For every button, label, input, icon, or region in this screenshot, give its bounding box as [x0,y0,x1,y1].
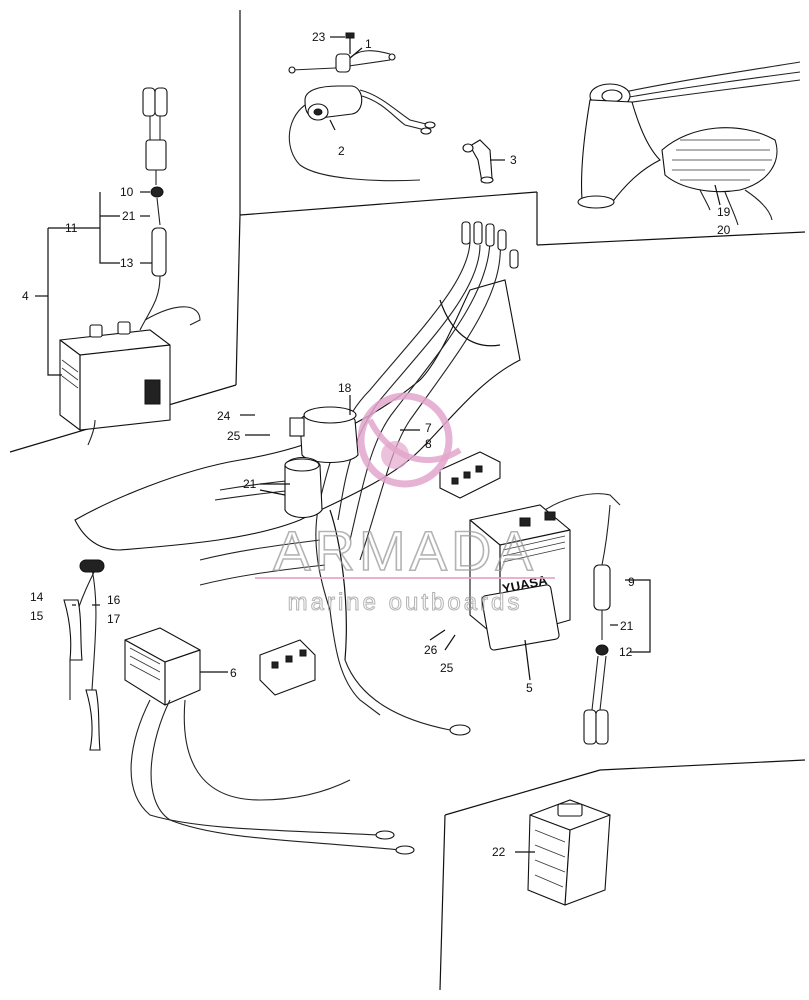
callout-26-upper: 25 [227,429,241,443]
frame-and-harness [63,221,521,751]
watermark-brand: ARMADA [273,519,537,582]
headlight-switch-assembly [577,61,801,226]
callout-1: 1 [365,37,372,51]
connector-block [124,627,415,855]
callout-21-right: 21 [620,619,634,633]
callout-25-upper: 24 [217,409,231,423]
callout-23: 22 [492,845,506,859]
callout-15: 15 [30,609,44,623]
callout-13: 13 [120,256,134,270]
watermark: ARMADA marine outboards [255,392,555,617]
watermark-logo-swirl [367,418,462,463]
battery: YUASA [469,493,621,651]
leader-lines [35,36,721,853]
callout-labels: 23 1 2 3 19 20 10 11 21 13 4 24 25 18 7 … [22,30,731,859]
callout-16: 16 [107,593,121,607]
callout-8: 8 [425,437,432,451]
horn-and-coil [284,406,359,519]
callout-12: 12 [619,645,633,659]
callout-11: 11 [65,221,78,235]
callout-2: 2 [338,144,345,158]
watermark-logo [357,392,453,488]
relay-part-23 [527,799,611,906]
callout-18: 18 [338,381,352,395]
callout-14: 14 [30,590,44,604]
spark-plug-cap [462,139,494,184]
callout-10: 10 [120,185,134,199]
fuse-holder-right [583,504,611,745]
callout-3: 3 [510,153,517,167]
callout-4: 4 [22,289,29,303]
callout-20: 20 [717,223,731,237]
callout-26-lower: 26 [424,643,438,657]
callout-24: 23 [312,30,326,44]
callout-17: 17 [107,612,121,626]
fuse-box [439,451,501,499]
callout-25-lower: 25 [440,661,454,675]
callout-6: 6 [230,666,237,680]
callout-21-left: 21 [122,209,136,223]
condenser-assembly [288,32,436,182]
callout-19: 19 [717,205,731,219]
ignition-coil-unit [59,87,201,446]
callout-22: 21 [243,477,257,491]
watermark-tagline: marine outboards [288,589,523,616]
callout-7: 7 [425,421,432,435]
callout-5: 5 [526,681,533,695]
callout-9: 9 [628,575,635,589]
